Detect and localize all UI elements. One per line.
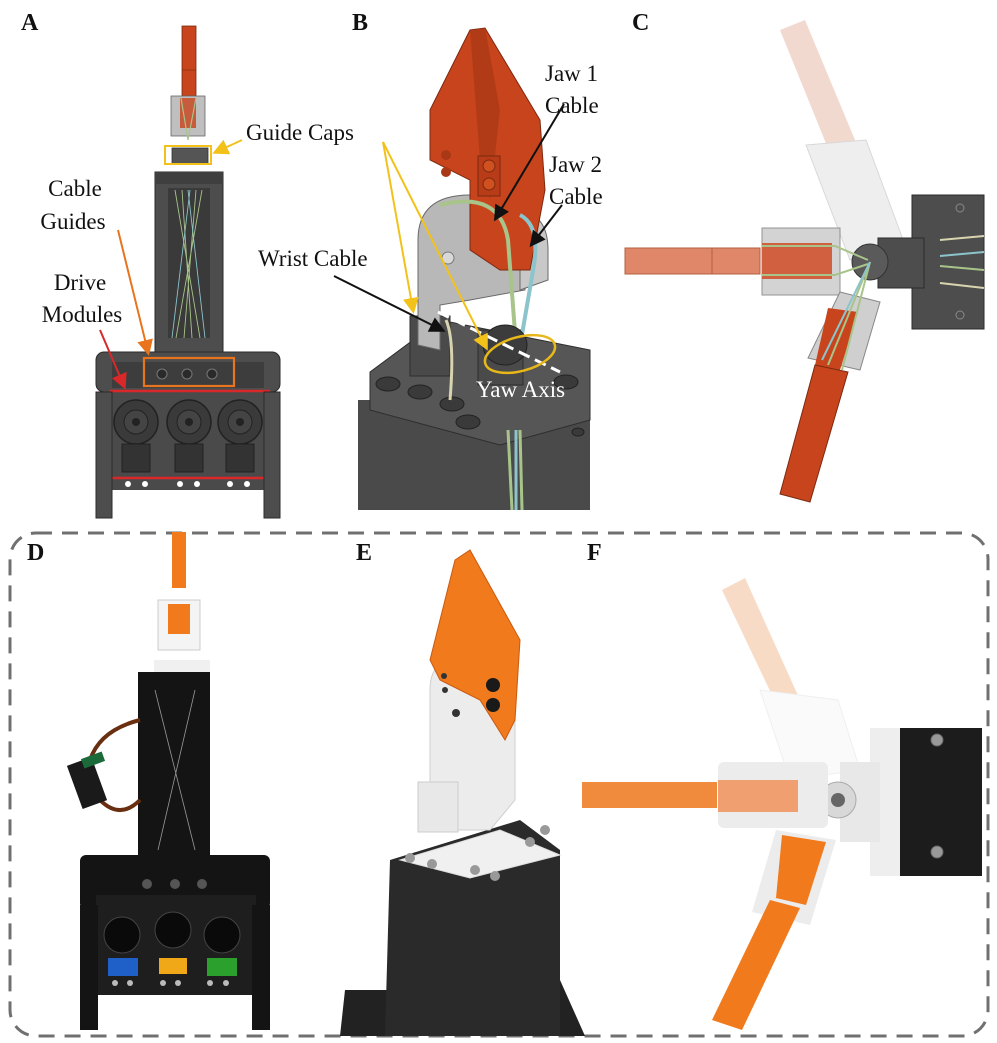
panel-b-cad-wrist — [333, 27, 591, 511]
jaw1-cable-b — [439, 199, 518, 347]
yaw-axis-line-b — [437, 310, 561, 374]
wrist-cable-b — [444, 319, 454, 401]
jaw-horizontal-f — [582, 782, 717, 808]
guide-caps-box-a — [164, 145, 212, 165]
panel-letter-b: B — [352, 10, 369, 36]
wrist-cable-arrow-b — [333, 275, 446, 332]
jaw1-arrow-b — [493, 103, 565, 222]
label-jaw2-2: Cable — [549, 184, 603, 209]
panel-a-cad-front — [95, 25, 281, 519]
jaw-horizontal-c — [624, 247, 761, 275]
label-cable-guides-2: Guides — [40, 209, 106, 234]
panel-e-photo-wrist — [340, 549, 585, 1036]
yaw-axis-ellipse-b — [483, 333, 557, 375]
panel-letter-e: E — [356, 540, 373, 566]
label-cable-guides-1: Cable — [48, 176, 102, 201]
panel-c-cad-top — [624, 20, 985, 503]
cable-guides-box-a — [142, 356, 236, 388]
label-guide-caps: Guide Caps — [246, 120, 354, 145]
shaft-d — [138, 672, 210, 856]
jaw-e — [429, 549, 521, 742]
cable-guides-arrow-a — [117, 229, 153, 356]
label-drive-modules-1: Drive — [53, 270, 107, 295]
panel-letter-c: C — [632, 10, 650, 36]
jaw-lower-c — [779, 364, 849, 503]
ghost-jaw-upper-c — [780, 20, 906, 261]
label-drive-modules-2: Modules — [41, 302, 123, 327]
jaw-a — [181, 25, 197, 97]
servo-yellow-d — [159, 958, 187, 974]
guide-caps-arrow-b2 — [382, 141, 488, 351]
label-yaw-axis: Yaw Axis — [476, 377, 566, 402]
panel-d-photo-prototype — [66, 532, 270, 1030]
jaw-lower-f — [712, 900, 800, 1030]
label-wrist-cable: Wrist Cable — [258, 246, 368, 271]
guide-caps-arrow-a — [212, 139, 243, 155]
jaw2-arrow-b — [529, 204, 563, 248]
jaw-d — [172, 532, 186, 588]
servo-modules-a — [113, 399, 263, 473]
label-jaw1-1: Jaw 1 — [545, 61, 599, 86]
shaft-e — [385, 820, 560, 1036]
panel-letter-f: F — [587, 540, 602, 566]
drive-modules-arrow-a — [99, 329, 127, 390]
label-jaw2-1: Jaw 2 — [549, 152, 603, 177]
guide-caps-arrow-b1 — [382, 141, 419, 314]
panel-f-photo-yaw — [582, 578, 982, 1030]
servo-green-d — [207, 958, 237, 976]
label-jaw1-2: Cable — [545, 93, 599, 118]
panel-letter-d: D — [27, 540, 45, 566]
ghost-jaw-upper-f — [722, 578, 861, 781]
servo-blue-d — [108, 958, 138, 976]
panel-letter-a: A — [21, 10, 39, 36]
